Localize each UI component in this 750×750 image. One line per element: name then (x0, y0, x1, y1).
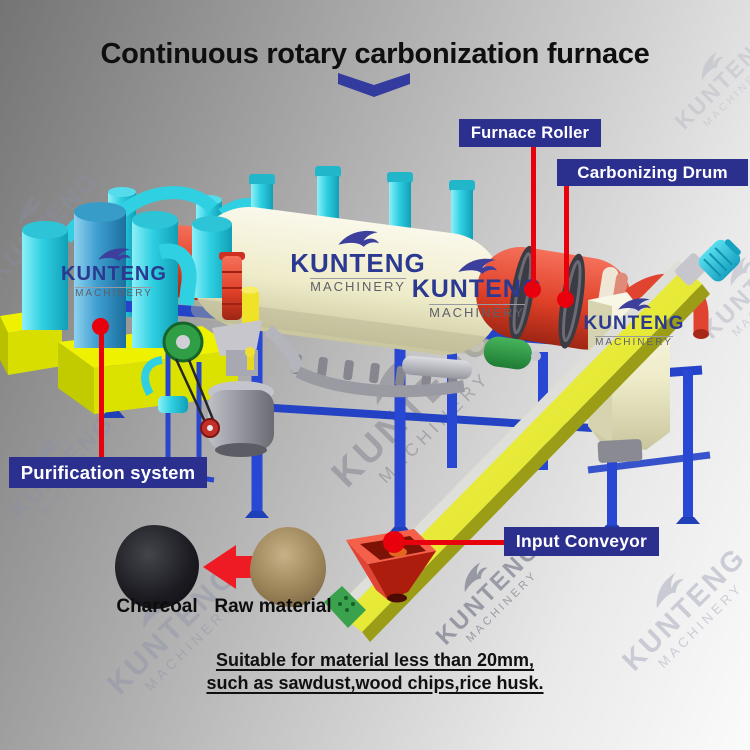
charcoal-label: Charcoal (107, 596, 207, 618)
footnote-line-1: Suitable for material less than 20mm, (215, 650, 535, 670)
raw-material-image (250, 527, 326, 607)
page-title: Continuous rotary carbonization furnace (100, 38, 650, 70)
carbonizing-drum-label-text: Carbonizing Drum (577, 162, 728, 182)
left-arrow-icon (203, 545, 261, 589)
carbonizing-drum-label: Carbonizing Drum (557, 159, 748, 186)
charcoal-image (115, 525, 199, 609)
input-conveyor-dot (383, 531, 405, 553)
purification-dot (92, 318, 109, 335)
purification-system-label: Purification system (9, 457, 207, 488)
furnace-roller-dot (524, 281, 541, 298)
feed-hopper (346, 529, 436, 603)
carbonizing-drum-dot (557, 291, 574, 308)
furnace-shell (190, 206, 504, 393)
carbonizing-drum-line (564, 185, 569, 301)
raw-material-label-text: Raw material (214, 596, 332, 617)
input-conveyor-line (398, 540, 506, 545)
input-conveyor-belt (324, 239, 741, 642)
furnace-roller-line (531, 146, 536, 291)
furnace-roller-label-text: Furnace Roller (470, 123, 590, 142)
furnace-roller-label: Furnace Roller (459, 119, 601, 147)
purification-line (99, 326, 104, 458)
purification-system-label-text: Purification system (20, 461, 196, 483)
raw-material-label: Raw material (203, 596, 343, 618)
footnote: Suitable for material less than 20mm, su… (0, 649, 750, 695)
charcoal-label-text: Charcoal (116, 596, 198, 617)
title-chevron-icon (338, 73, 410, 97)
under-shell-pipes (264, 325, 472, 398)
input-conveyor-label-text: Input Conveyor (515, 531, 648, 551)
footnote-line-2: such as sawdust,wood chips,rice husk. (206, 673, 544, 693)
input-conveyor-label: Input Conveyor (504, 527, 659, 556)
drive-motor (483, 336, 541, 370)
